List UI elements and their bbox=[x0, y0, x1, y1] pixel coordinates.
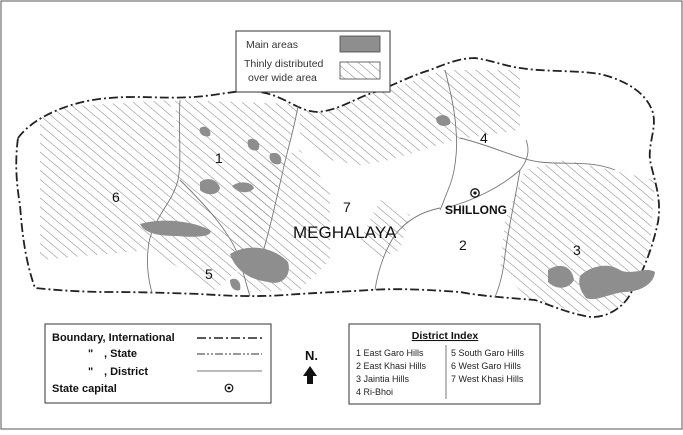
legend-district-label: , District bbox=[104, 366, 148, 378]
district-number-6: 6 bbox=[112, 189, 120, 205]
district-index-title: District Index bbox=[412, 330, 479, 342]
legend-thin-label-line1: Thinly distributed bbox=[244, 58, 324, 70]
district-index-item-4: 4 Ri-Bhoi bbox=[356, 387, 393, 397]
state-name-label: MEGHALAYA bbox=[293, 223, 397, 242]
district-number-labels: 1 2 3 4 5 6 7 bbox=[112, 130, 581, 282]
district-number-2: 2 bbox=[459, 237, 467, 253]
legend-thin-swatch bbox=[339, 61, 381, 80]
north-arrow: N. bbox=[303, 348, 318, 384]
legend-areas: Main areas Thinly distributed over wide … bbox=[235, 30, 391, 93]
capital-marker-dot bbox=[473, 191, 477, 195]
legend-capital-label: State capital bbox=[52, 383, 117, 395]
capital-name-label: SHILLONG bbox=[445, 203, 507, 217]
district-number-7: 7 bbox=[343, 199, 351, 215]
legend-international-label: Boundary, International bbox=[52, 332, 175, 344]
legend-district-ditto: " bbox=[88, 366, 93, 378]
district-number-1: 1 bbox=[215, 150, 223, 166]
legend-state-label: , State bbox=[104, 348, 137, 360]
legend-boundaries: Boundary, International " , State " , Di… bbox=[44, 323, 272, 404]
district-index-item-2: 2 East Khasi Hills bbox=[356, 361, 427, 371]
district-number-4: 4 bbox=[480, 130, 488, 146]
legend-thin-label-line2: over wide area bbox=[248, 72, 317, 84]
north-arrow-icon bbox=[303, 366, 317, 384]
district-index-item-5: 5 South Garo Hills bbox=[451, 348, 525, 358]
legend-state-ditto: " bbox=[88, 348, 93, 360]
district-index-item-1: 1 East Garo Hills bbox=[356, 348, 424, 358]
district-number-5: 5 bbox=[205, 266, 213, 282]
legend-main-areas-label: Main areas bbox=[246, 39, 298, 51]
international-boundary bbox=[15, 57, 660, 318]
district-number-3: 3 bbox=[573, 242, 581, 258]
district-index-item-7: 7 West Khasi Hills bbox=[451, 374, 524, 384]
north-label: N. bbox=[305, 348, 318, 363]
district-index-item-3: 3 Jaintia Hills bbox=[356, 374, 410, 384]
district-index: District Index 1 East Garo Hills 2 East … bbox=[348, 323, 541, 405]
legend-main-areas-swatch bbox=[339, 35, 381, 53]
main-areas bbox=[140, 115, 655, 300]
district-index-item-6: 6 West Garo Hills bbox=[451, 361, 521, 371]
